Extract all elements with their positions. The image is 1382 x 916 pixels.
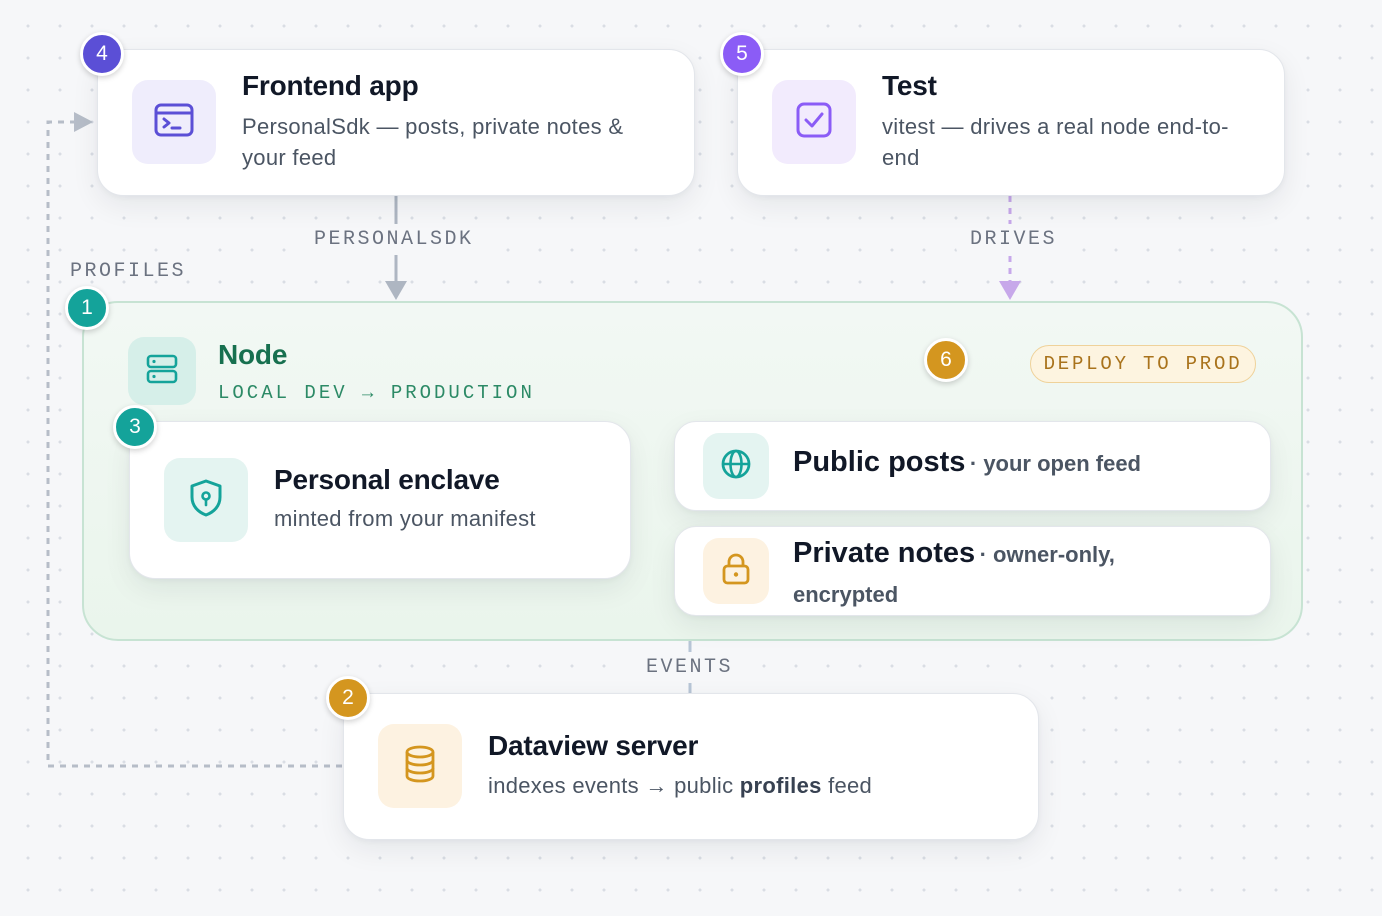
edge-label-personalsdk: PERSONALSDK xyxy=(300,224,488,255)
private-notes-text: Private notes · owner-only, encrypted xyxy=(793,535,1173,616)
test-icon-box xyxy=(772,80,856,164)
private-notes-tag: · owner-only, encrypted xyxy=(793,542,1115,607)
test-desc: vitest — drives a real node end-to-end xyxy=(882,114,1229,170)
dataview-desc-pre: indexes events → public xyxy=(488,773,740,798)
public-posts-tag: · your open feed xyxy=(969,451,1141,476)
enclave-desc: minted from your manifest xyxy=(274,506,536,531)
public-posts-card[interactable]: Public posts · your open feed xyxy=(674,421,1271,511)
dataview-title: Dataview server xyxy=(488,730,699,761)
public-posts-text: Public posts · your open feed xyxy=(793,446,1141,479)
enclave-step-badge: 3 xyxy=(113,405,157,449)
deploy-to-prod-pill[interactable]: DEPLOY TO PROD xyxy=(1030,345,1256,383)
test-card[interactable]: Test vitest — drives a real node end-to-… xyxy=(737,49,1285,196)
node-icon-box xyxy=(128,337,196,405)
checkbox-icon xyxy=(795,101,833,144)
edge-profiles-arrow xyxy=(74,112,93,132)
edge-drives-arrow xyxy=(999,281,1021,300)
test-step-badge: 5 xyxy=(720,32,764,76)
public-posts-icon-box xyxy=(703,433,769,499)
shield-keyhole-icon xyxy=(188,478,224,523)
dataview-desc-post: feed xyxy=(821,773,873,798)
private-notes-title: Private notes xyxy=(793,537,976,569)
frontend-desc: PersonalSdk — posts, private notes & you… xyxy=(242,114,624,170)
database-icon xyxy=(403,744,437,789)
edge-personalsdk-arrow xyxy=(385,281,407,300)
public-posts-title: Public posts xyxy=(793,446,966,478)
dataview-icon-box xyxy=(378,724,462,808)
edge-profiles-line xyxy=(46,120,342,768)
frontend-icon-box xyxy=(132,80,216,164)
globe-icon xyxy=(719,447,753,486)
frontend-title: Frontend app xyxy=(242,70,419,101)
test-title: Test xyxy=(882,70,937,101)
enclave-title: Personal enclave xyxy=(274,464,500,495)
private-notes-card[interactable]: Private notes · owner-only, encrypted xyxy=(674,526,1271,616)
edge-label-drives: DRIVES xyxy=(956,224,1072,255)
frontend-step-badge: 4 xyxy=(80,32,124,76)
edge-label-profiles: PROFILES xyxy=(70,260,187,283)
terminal-window-icon xyxy=(154,102,194,143)
enclave-icon-box xyxy=(164,458,248,542)
dataview-server-card[interactable]: Dataview server indexes events → public … xyxy=(343,693,1039,840)
dataview-step-badge: 2 xyxy=(326,676,370,720)
node-step-badge: 1 xyxy=(65,286,109,330)
server-icon xyxy=(145,353,179,390)
dataview-desc: indexes events → public profiles feed xyxy=(488,770,872,801)
personal-enclave-card[interactable]: Personal enclave minted from your manife… xyxy=(129,421,631,579)
edge-label-events: EVENTS xyxy=(632,652,748,683)
private-notes-icon-box xyxy=(703,538,769,604)
frontend-app-card[interactable]: Frontend app PersonalSdk — posts, privat… xyxy=(97,49,695,196)
node-title: Node xyxy=(218,339,288,370)
node-subtitle: LOCAL DEV → PRODUCTION xyxy=(218,382,535,404)
deploy-step-badge: 6 xyxy=(924,338,968,382)
dataview-desc-bold: profiles xyxy=(739,773,822,798)
lock-icon xyxy=(720,552,752,591)
